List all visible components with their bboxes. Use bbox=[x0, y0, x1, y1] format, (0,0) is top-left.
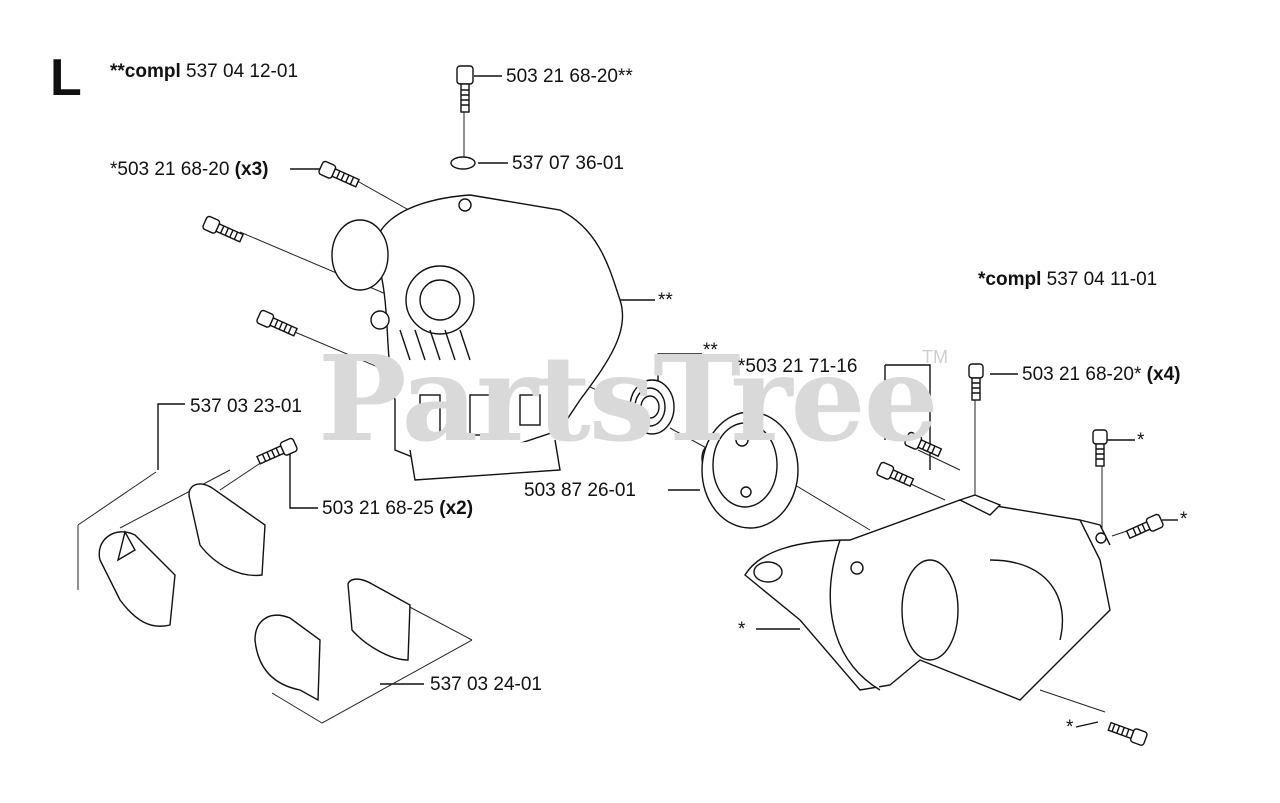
part-qty: (x2) bbox=[439, 498, 474, 519]
callout-screw-x2: 503 21 68-25 (x2) bbox=[322, 499, 473, 518]
callout-star-1: * bbox=[1137, 430, 1145, 451]
part-qty: (x4) bbox=[1146, 364, 1181, 385]
kit-prefix: **compl bbox=[110, 61, 181, 82]
callout-screw-7116: *503 21 71-16 bbox=[738, 356, 858, 377]
watermark-text: PartsTree bbox=[318, 329, 939, 468]
callout-star-2: * bbox=[1180, 509, 1188, 530]
kit-number: 537 04 11-01 bbox=[1046, 269, 1158, 290]
part-qty: (x3) bbox=[234, 159, 269, 180]
callout-bearing-marker: ** bbox=[703, 340, 718, 361]
part-number: 503 21 68-20* bbox=[1022, 364, 1142, 385]
watermark-trademark: TM bbox=[922, 347, 948, 367]
kit-number: 537 04 12-01 bbox=[186, 61, 299, 82]
callout-shell-b: 537 03 24-01 bbox=[430, 674, 542, 695]
section-letter: L bbox=[50, 49, 82, 107]
callout-housing-marker: ** bbox=[658, 290, 673, 311]
kit-prefix: *compl bbox=[978, 269, 1042, 290]
callout-circlip: 537 07 36-01 bbox=[512, 153, 624, 174]
callout-screw-top: 503 21 68-20** bbox=[506, 66, 633, 87]
callout-shell-a: 537 03 23-01 bbox=[190, 396, 302, 417]
callout-star-3: * bbox=[738, 619, 746, 640]
callout-screw-x4: 503 21 68-20* (x4) bbox=[1022, 365, 1180, 384]
kit-label-upper: **compl 537 04 12-01 bbox=[110, 62, 298, 81]
callout-clutch-drum: 503 87 26-01 bbox=[524, 480, 636, 501]
callout-screw-x3: *503 21 68-20 (x3) bbox=[110, 160, 268, 179]
part-number: *503 21 68-20 bbox=[110, 159, 230, 180]
part-number: 503 21 68-25 bbox=[322, 498, 434, 519]
callout-star-4: * bbox=[1066, 717, 1074, 738]
kit-label-lower: *compl 537 04 11-01 bbox=[978, 270, 1157, 289]
